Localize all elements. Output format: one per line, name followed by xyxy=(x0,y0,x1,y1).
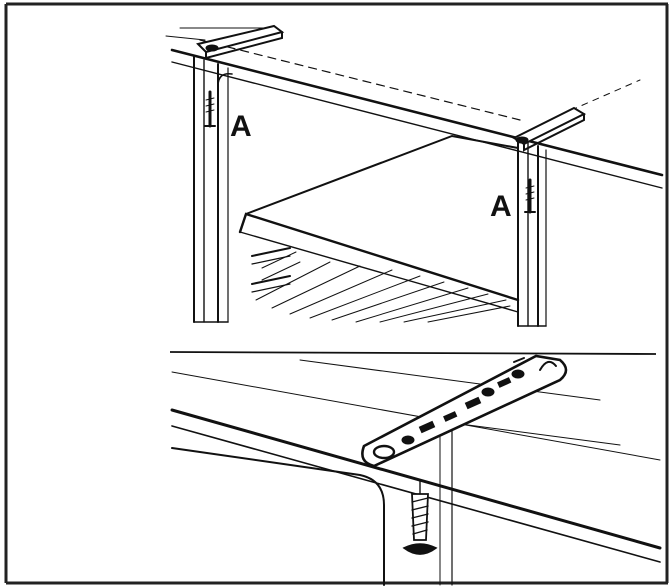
cabinet-side-left xyxy=(193,55,233,323)
oven-shelf-icon xyxy=(238,134,520,323)
callout-label-left: A xyxy=(230,110,252,143)
detail-view xyxy=(170,354,662,586)
mounting-bracket-icon xyxy=(511,106,587,152)
mounting-bracket-icon xyxy=(361,354,568,468)
callout-label-right: A xyxy=(490,190,512,223)
outer-frame xyxy=(4,2,669,585)
screw-icon xyxy=(402,479,438,555)
cabinet-side-right xyxy=(517,139,547,327)
screw-icon xyxy=(524,178,536,214)
top-view xyxy=(165,24,664,327)
view-divider xyxy=(169,351,657,355)
screw-icon xyxy=(204,90,216,128)
worktop-edge xyxy=(165,27,664,189)
mounting-bracket-icon xyxy=(196,24,285,60)
